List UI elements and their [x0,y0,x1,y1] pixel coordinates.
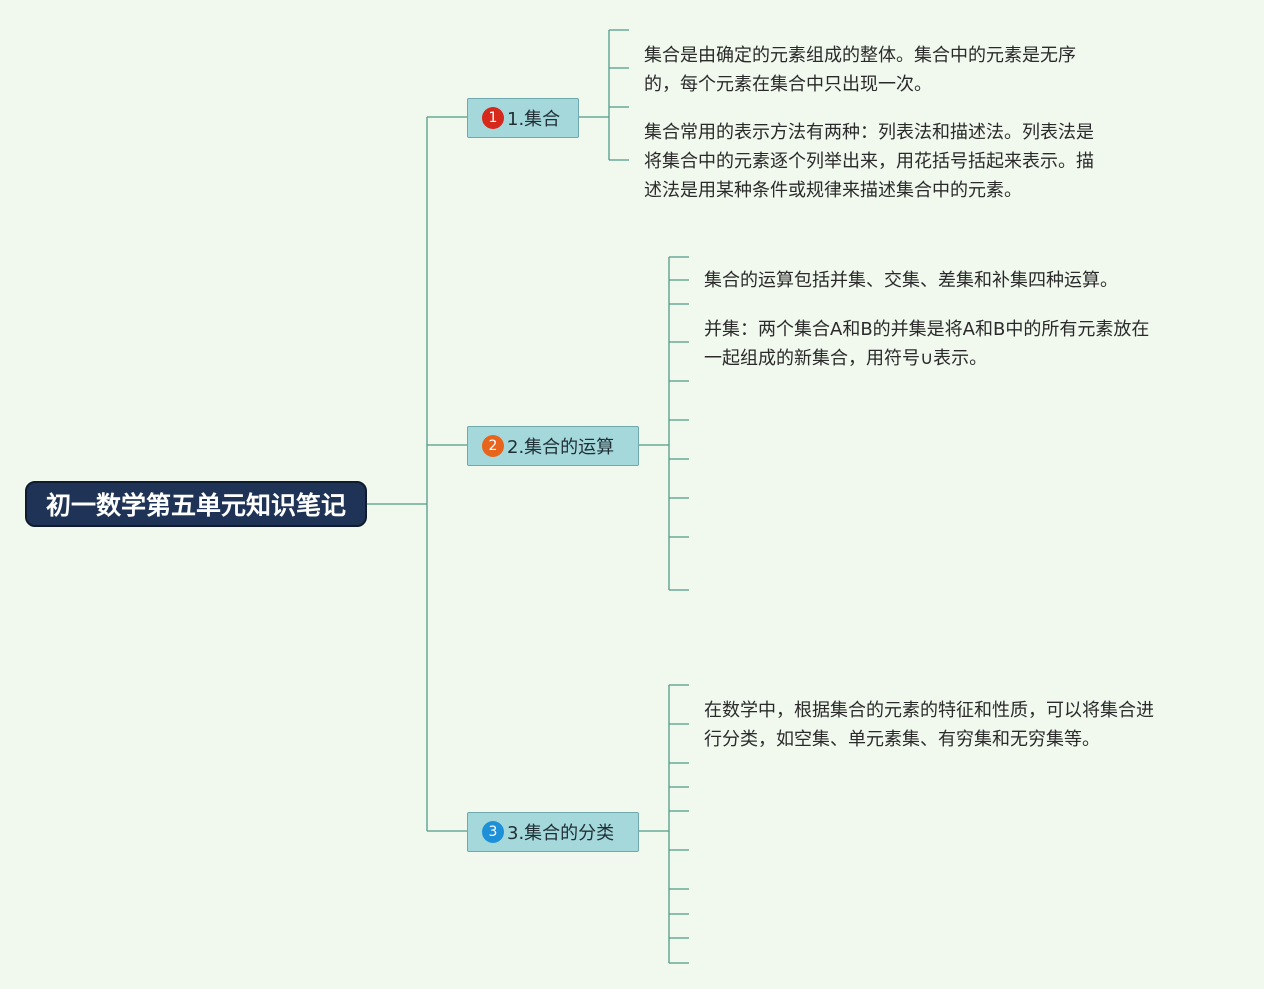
topic-1[interactable]: 1 1.集合 [467,98,579,138]
topic-2-note-1[interactable]: 集合的运算包括并集、交集、差集和补集四种运算。 [704,266,1118,295]
note-line: 集合是由确定的元素组成的整体。集合中的元素是无序 [644,45,1076,66]
note-line: 一起组成的新集合，用符号∪表示。 [704,348,988,369]
note-line: 并集：两个集合A和B的并集是将A和B中的所有元素放在 [704,319,1150,340]
root-title: 初一数学第五单元知识笔记 [45,491,346,520]
topic-3-label: 3.集合的分类 [507,823,615,844]
topic-2-note-2[interactable]: 并集：两个集合A和B的并集是将A和B中的所有元素放在 一起组成的新集合，用符号∪… [704,315,1149,373]
priority-3-icon: 3 [482,821,504,843]
note-line: 的，每个元素在集合中只出现一次。 [644,74,932,95]
note-line: 集合常用的表示方法有两种：列表法和描述法。列表法是 [644,122,1094,143]
topic-1-note-2[interactable]: 集合常用的表示方法有两种：列表法和描述法。列表法是 将集合中的元素逐个列举出来，… [644,118,1094,205]
root-topic[interactable]: 初一数学第五单元知识笔记 [25,481,367,527]
topic-3-note-1[interactable]: 在数学中，根据集合的元素的特征和性质，可以将集合进 行分类，如空集、单元素集、有… [704,696,1154,754]
topic-1-note-1[interactable]: 集合是由确定的元素组成的整体。集合中的元素是无序 的，每个元素在集合中只出现一次… [644,41,1076,99]
priority-1-icon: 1 [482,107,504,129]
note-line: 述法是用某种条件或规律来描述集合中的元素。 [644,180,1022,201]
note-line: 在数学中，根据集合的元素的特征和性质，可以将集合进 [704,700,1154,721]
note-line: 集合的运算包括并集、交集、差集和补集四种运算。 [704,270,1118,291]
note-line: 将集合中的元素逐个列举出来，用花括号括起来表示。描 [644,151,1094,172]
priority-2-icon: 2 [482,435,504,457]
note-line: 行分类，如空集、单元素集、有穷集和无穷集等。 [704,729,1100,750]
topic-1-label: 1.集合 [507,109,561,130]
topic-3[interactable]: 3 3.集合的分类 [467,812,639,852]
topic-2-label: 2.集合的运算 [507,437,615,458]
topic-2[interactable]: 2 2.集合的运算 [467,426,639,466]
